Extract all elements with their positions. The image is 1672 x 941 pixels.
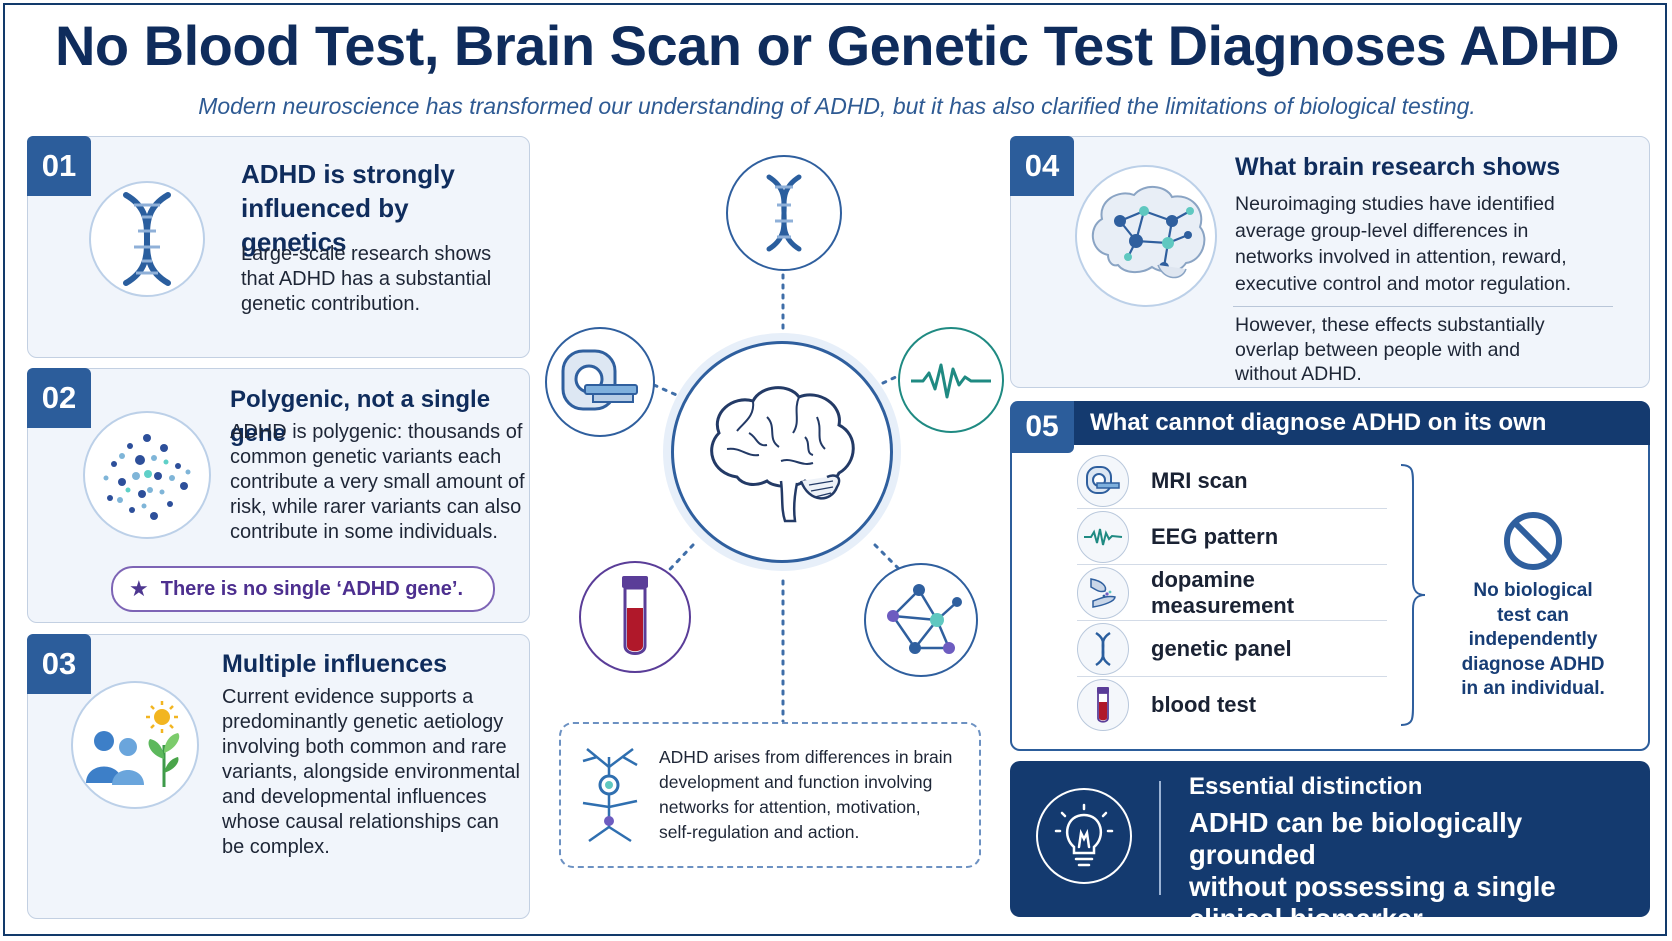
center-brain-node bbox=[671, 341, 893, 563]
card-number-01: 01 bbox=[27, 136, 91, 196]
non-diagnostic-list: MRI scan EEG pattern dopamine measuremen… bbox=[1077, 453, 1387, 733]
center-blood-node bbox=[579, 561, 691, 673]
neural-development-box bbox=[559, 722, 981, 868]
essential-divider bbox=[1159, 781, 1161, 895]
card3-title: Multiple influences bbox=[222, 650, 448, 678]
list-item: blood test bbox=[1077, 677, 1387, 733]
list-brace bbox=[1400, 464, 1426, 726]
card-number-05: 05 bbox=[1010, 401, 1074, 453]
eeg-wave-icon bbox=[911, 363, 991, 399]
card3-body: Current evidence supports a predominantl… bbox=[222, 686, 520, 858]
card-number-03: 03 bbox=[27, 634, 91, 694]
card5-header-bar bbox=[1010, 401, 1650, 445]
variants-icon-circle bbox=[83, 411, 211, 539]
synapse-icon bbox=[1077, 566, 1129, 619]
card1-body: Large-scale research shows that ADHD has… bbox=[241, 243, 492, 315]
dna-icon bbox=[123, 192, 171, 286]
star-icon: ★ bbox=[129, 576, 149, 601]
dna-icon bbox=[1077, 622, 1129, 675]
people-plant-icon bbox=[86, 701, 180, 787]
list-item: genetic panel bbox=[1077, 621, 1387, 677]
card4-title: What brain research shows bbox=[1235, 153, 1561, 181]
dna-icon-circle bbox=[89, 181, 205, 297]
genetic-variants-dots-icon bbox=[103, 434, 191, 520]
prohibited-icon bbox=[1502, 510, 1564, 572]
mri-scanner-icon bbox=[561, 349, 638, 411]
list-item: MRI scan bbox=[1077, 453, 1387, 509]
list-item: EEG pattern bbox=[1077, 509, 1387, 565]
no-biological-test-text: No biological test can independently dia… bbox=[1461, 580, 1605, 699]
mri-scanner-icon bbox=[1077, 454, 1129, 507]
card2-body: ADHD is polygenic: thousands of common g… bbox=[230, 421, 525, 543]
influences-icon-circle bbox=[71, 681, 199, 809]
card4-body: Neuroimaging studies have identified ave… bbox=[1235, 193, 1572, 295]
card4-divider bbox=[1233, 306, 1613, 307]
card5-title: What cannot diagnose ADHD on its own bbox=[1090, 409, 1547, 436]
center-dna-node bbox=[726, 155, 842, 271]
card4-body2: However, these effects substantially ove… bbox=[1235, 314, 1545, 385]
brain-network-icon bbox=[1092, 186, 1206, 279]
neuron-icon bbox=[582, 748, 638, 843]
dna-icon bbox=[766, 174, 802, 252]
center-eeg-node bbox=[898, 327, 1004, 433]
brain-network-icon-circle bbox=[1075, 165, 1217, 307]
neural-development-text: ADHD arises from differences in brain de… bbox=[659, 747, 953, 842]
brain-icon bbox=[710, 386, 855, 523]
page-title: No Blood Test, Brain Scan or Genetic Tes… bbox=[54, 14, 1620, 77]
blood-tube-icon bbox=[1077, 679, 1129, 731]
card2-title: Polygenic, not a single gene bbox=[230, 386, 491, 447]
essential-statement: ADHD can be biologically grounded withou… bbox=[1189, 807, 1556, 934]
card-number-02: 02 bbox=[27, 368, 91, 428]
card-number-04: 04 bbox=[1010, 136, 1074, 196]
no-single-gene-callout: ★ There is no single ‘ADHD gene’. bbox=[111, 566, 495, 612]
infographic-frame: No Blood Test, Brain Scan or Genetic Tes… bbox=[3, 3, 1667, 936]
network-icon bbox=[887, 584, 962, 654]
card1-title: ADHD is strongly influenced by genetics bbox=[241, 159, 455, 257]
blood-tube-icon bbox=[622, 576, 648, 655]
center-network-node bbox=[864, 563, 978, 677]
center-mri-node bbox=[545, 327, 655, 437]
eeg-wave-icon bbox=[1077, 510, 1129, 563]
page-subtitle: Modern neuroscience has transformed our … bbox=[198, 93, 1476, 119]
list-item: dopamine measurement bbox=[1077, 565, 1387, 621]
essential-label: Essential distinction bbox=[1189, 773, 1423, 800]
lightbulb-icon bbox=[1036, 788, 1132, 884]
